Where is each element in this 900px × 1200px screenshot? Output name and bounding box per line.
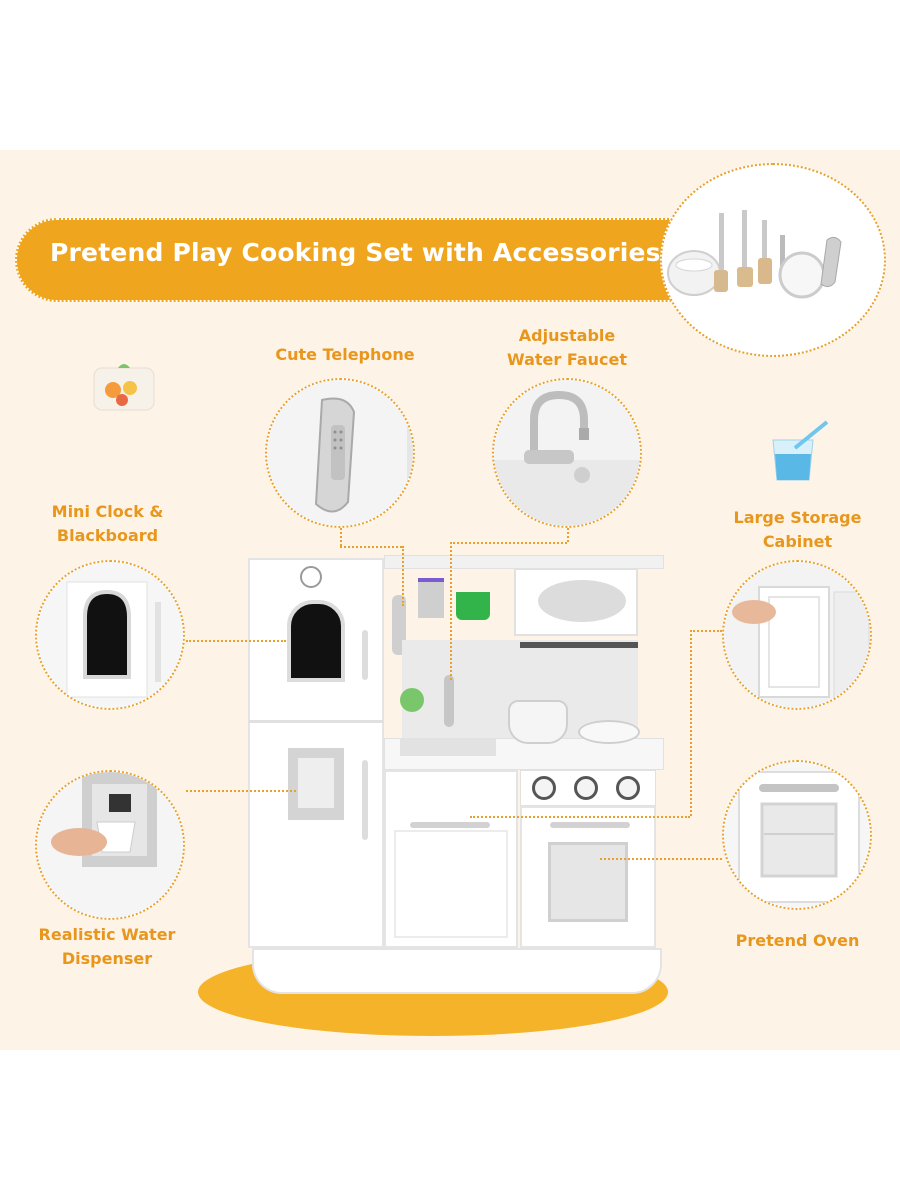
clock-icon xyxy=(300,566,322,588)
knob-2 xyxy=(574,776,598,800)
connector-oven xyxy=(600,858,722,860)
water-dispenser-icon xyxy=(37,772,183,918)
label-dispenser-line1: Realistic Water xyxy=(38,925,176,944)
oven-icon xyxy=(724,762,870,908)
blackboard-icon xyxy=(37,562,183,708)
fridge-handle-top xyxy=(362,630,368,680)
blackboard xyxy=(287,600,345,682)
connector-faucet-v xyxy=(567,528,569,542)
connector-cabinet-h1 xyxy=(690,630,722,632)
storage-cabinet xyxy=(384,770,518,948)
fruit-jelly-icon xyxy=(93,364,155,411)
cabinet-detail-circle xyxy=(722,560,872,710)
green-pot-icon xyxy=(456,592,490,620)
label-oven: Pretend Oven xyxy=(735,931,860,950)
sink xyxy=(400,738,496,756)
label-telephone: Cute Telephone xyxy=(275,345,415,364)
cabinet-icon xyxy=(724,562,870,708)
connector-clock xyxy=(186,640,286,642)
oven-detail-circle xyxy=(722,760,872,910)
label-dispenser: Realistic Water Dispenser xyxy=(22,923,192,971)
label-clock-line1: Mini Clock & xyxy=(51,502,164,521)
connector-cabinet-h2 xyxy=(470,816,690,818)
label-storage: Large Storage Cabinet xyxy=(715,506,880,554)
label-faucet-line2: Water Faucet xyxy=(507,350,627,369)
pot-icon xyxy=(508,700,568,744)
plant-icon xyxy=(400,688,424,712)
fridge-divider xyxy=(248,720,384,723)
kitchen-base xyxy=(252,948,662,994)
label-clock: Mini Clock & Blackboard xyxy=(25,500,190,548)
label-dispenser-line2: Dispenser xyxy=(61,949,153,968)
dispenser-opening xyxy=(298,758,334,808)
utensil-rail xyxy=(520,642,638,648)
connector-faucet-h xyxy=(450,542,567,544)
knob-3 xyxy=(616,776,640,800)
microwave-window xyxy=(538,580,626,622)
oven-window xyxy=(548,842,628,922)
cabinet-handle xyxy=(410,822,490,828)
blackboard-detail-circle xyxy=(35,560,185,710)
fridge-handle-bottom xyxy=(362,760,368,840)
label-clock-line2: Blackboard xyxy=(56,526,159,545)
label-storage-line2: Cabinet xyxy=(762,532,833,551)
connector-faucet-v2 xyxy=(450,542,452,680)
accessories-circle xyxy=(660,163,886,357)
faucet-detail-circle xyxy=(492,378,642,528)
upper-shelf xyxy=(384,555,664,569)
faucet-mini xyxy=(444,675,454,727)
label-storage-line1: Large Storage xyxy=(733,508,862,527)
connector-telephone-v2 xyxy=(402,546,404,606)
water-glass-icon xyxy=(772,420,829,481)
accessories-illustration xyxy=(667,210,842,299)
telephone-detail-circle xyxy=(265,378,415,528)
faucet-icon xyxy=(494,380,640,526)
connector-telephone-v xyxy=(340,528,342,546)
connector-dispenser xyxy=(186,790,296,792)
connector-telephone-h xyxy=(340,546,402,548)
oven-handle xyxy=(550,822,630,828)
cabinet-door-panel xyxy=(394,830,508,938)
pan-icon xyxy=(578,720,640,744)
connector-cabinet-v xyxy=(690,630,692,816)
grater-icon xyxy=(418,578,444,618)
dispenser-detail-circle xyxy=(35,770,185,920)
label-faucet-line1: Adjustable xyxy=(518,326,616,345)
label-faucet: Adjustable Water Faucet xyxy=(482,324,652,372)
telephone-icon xyxy=(267,380,413,526)
knob-1 xyxy=(532,776,556,800)
banner-title: Pretend Play Cooking Set with Accessorie… xyxy=(50,238,661,267)
